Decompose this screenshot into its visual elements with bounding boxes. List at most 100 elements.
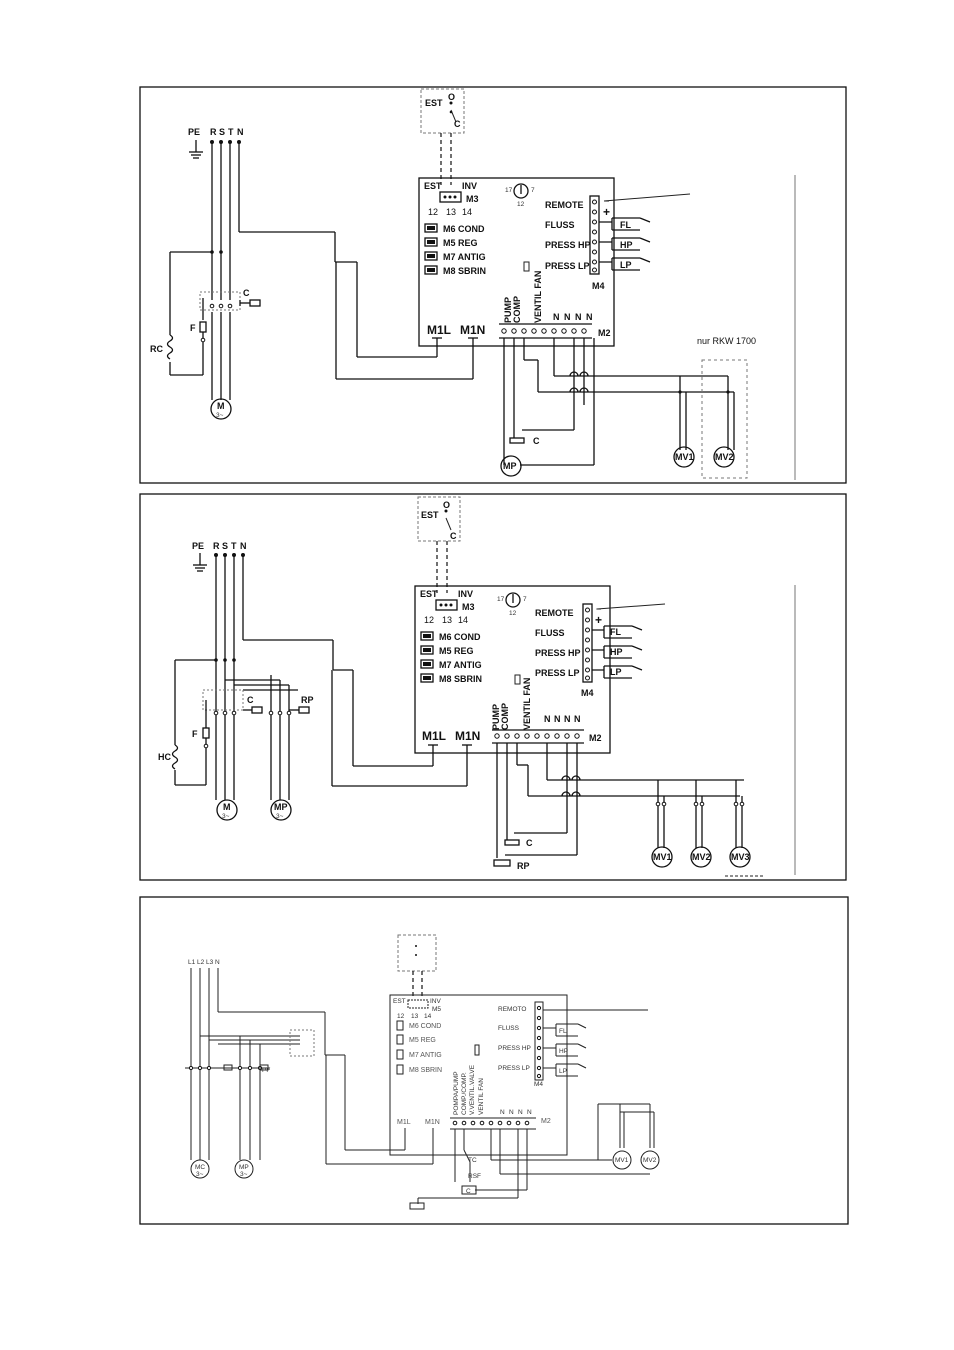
d2-label-hc: HC: [158, 752, 171, 762]
d3-board-est: EST: [393, 998, 406, 1005]
d2-switch-lp: LP: [610, 667, 622, 677]
d2-label-mv1: MV1: [653, 852, 672, 862]
d1-n3: N: [575, 312, 582, 322]
d3-relay-m7: M7 ANTIG: [409, 1052, 442, 1059]
d2-n1: N: [544, 714, 551, 724]
d2-label-t: T: [231, 541, 237, 551]
d2-relay-list: [420, 631, 434, 683]
d3-m4-label: M4: [534, 1081, 543, 1088]
diagram-2: PE R S T N: [139, 493, 847, 881]
d2-label-m: M: [223, 802, 231, 812]
d1-pump-motor-icon: [500, 455, 522, 477]
d1-pin-13: 13: [446, 207, 456, 217]
d1-m2-label: M2: [598, 328, 611, 338]
diagram-1: PE R S T N: [139, 86, 847, 484]
d1-vert-comp: COMP: [512, 296, 522, 323]
d2-m4-label: M4: [581, 688, 594, 698]
d3-label-pf: PF: [262, 1067, 270, 1074]
d3-mp-motor-icon: [234, 1159, 254, 1179]
d2-m1n-label: M1N: [455, 729, 480, 743]
d2-remote-label: REMOTE: [535, 608, 574, 618]
d3-m2-terminal-strip: [450, 1117, 536, 1130]
d3-remote-selector-box: [397, 934, 437, 998]
d3-label-l2: L2: [197, 959, 205, 966]
d2-board-est: EST: [420, 589, 438, 599]
d3-switch-lp: LP: [559, 1068, 567, 1075]
d1-board-est: EST: [424, 181, 442, 191]
d2-label-mv2: MV2: [692, 852, 711, 862]
d1-mv2-icon: [713, 446, 735, 468]
d2-label-n: N: [240, 541, 247, 551]
d2-switch-fl: FL: [610, 627, 621, 637]
d1-label-mv1: MV1: [675, 452, 694, 462]
d1-relay-m7: M7 ANTIG: [443, 252, 486, 262]
d2-board-m3: M3: [462, 602, 475, 612]
d3-vert-fan: VENTIL FAN: [478, 1078, 485, 1115]
d3-m1n-label: M1N: [425, 1119, 440, 1126]
d3-relay-m8: M8 SBRIN: [409, 1067, 442, 1074]
d2-label-mp-sub: 3~: [276, 813, 284, 820]
d1-label-pe: PE: [188, 127, 200, 137]
d3-switch-hp: HP: [559, 1048, 568, 1055]
d3-switch-fl: FL: [559, 1028, 567, 1035]
d3-n4: N: [527, 1109, 532, 1116]
d2-pot-17: 17: [497, 596, 505, 603]
d1-supply-lines: [169, 140, 336, 400]
d1-potentiometer-icon: [513, 183, 529, 199]
d2-label-rp2: RP: [517, 861, 530, 871]
d2-relay-m6: M6 COND: [439, 632, 481, 642]
d2-rp-coil-2-icon: [493, 859, 511, 867]
d3-mv1-icon: [612, 1150, 632, 1170]
diagram-3-frame: [139, 896, 849, 1225]
diagram-2-frame: [139, 493, 847, 881]
d1-m1n-label: M1N: [460, 323, 485, 337]
d1-relay-m6: M6 COND: [443, 224, 485, 234]
d1-n4: N: [586, 312, 593, 322]
d1-ground-icon: [189, 140, 203, 159]
d1-m2-terminal-strip: [499, 323, 592, 339]
d2-mv1-icon: [651, 846, 673, 868]
d1-fuse-icon: [199, 298, 207, 375]
d1-press-hp-label: PRESS HP: [545, 240, 591, 250]
d3-press-lp-label: PRESS LP: [498, 1065, 530, 1072]
d2-pin-14: 14: [458, 615, 468, 625]
d3-label-l3: L3: [206, 959, 214, 966]
d1-rc-heater-icon: [166, 334, 174, 360]
d1-relay-m8: M8 SBRIN: [443, 266, 486, 276]
d3-label-mv1: MV1: [615, 1157, 629, 1164]
d3-label-l1: L1: [188, 959, 196, 966]
d2-m1-wiring: [331, 669, 472, 787]
d2-motor-icon: [216, 799, 238, 821]
d2-label-f: F: [192, 729, 198, 739]
d1-note: nur RKW 1700: [697, 336, 756, 346]
d1-n2: N: [564, 312, 571, 322]
d3-relay-list: [396, 1020, 404, 1075]
d2-relay-m7: M7 ANTIG: [439, 660, 482, 670]
d1-optional-box: [701, 359, 748, 479]
d2-pot-12: 12: [509, 610, 517, 617]
d2-pump-motor-icon: [270, 799, 292, 821]
d1-selector-o: O: [448, 92, 455, 102]
d1-motor-icon: [210, 398, 232, 420]
d3-output-wiring: [417, 1103, 655, 1204]
d2-mv2-icon: [690, 846, 712, 868]
d1-label-c: C: [243, 288, 250, 298]
d2-m4-terminal-strip: − +: [582, 603, 666, 683]
svg-text:+: +: [595, 613, 602, 627]
d1-label-s: S: [219, 127, 225, 137]
d3-label-c: C: [466, 1188, 471, 1195]
d3-board-m5: M5: [432, 1006, 441, 1013]
d1-relay-m5: M5 REG: [443, 238, 478, 248]
d1-vert-pump: PUMP: [503, 297, 513, 323]
d1-m3-connector-icon: [439, 191, 462, 203]
d1-label-n: N: [237, 127, 244, 137]
d2-pin-13: 13: [442, 615, 452, 625]
d2-label-mp: MP: [274, 802, 288, 812]
d2-n3: N: [564, 714, 571, 724]
d2-selector-o: O: [443, 500, 450, 510]
svg-text:+: +: [603, 205, 610, 219]
d3-pin-13: 13: [411, 1013, 419, 1020]
d1-label-c2: C: [533, 436, 540, 446]
d3-vert-valve: V.VENTIL.VALVE: [469, 1064, 476, 1115]
